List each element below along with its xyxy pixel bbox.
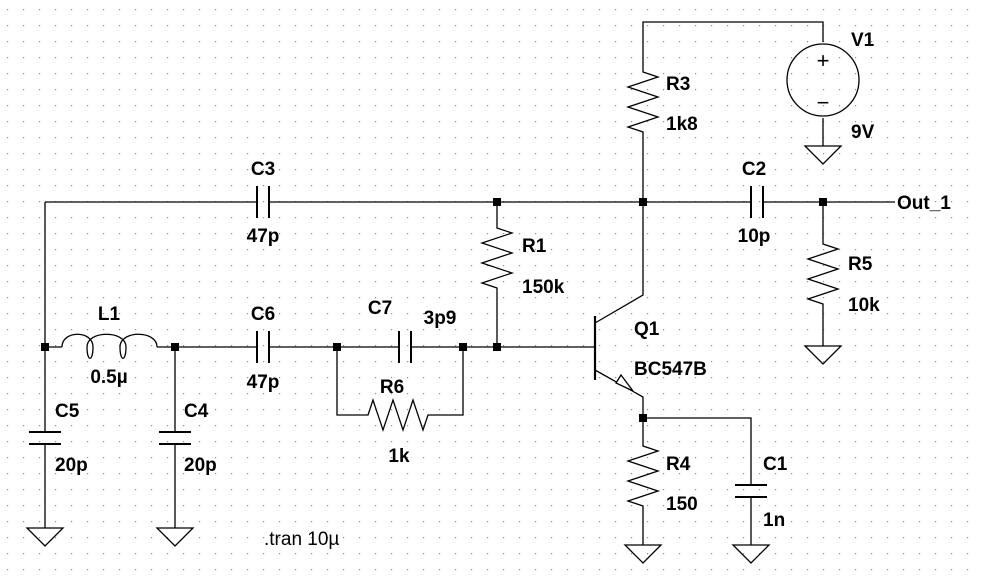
wire-r6-right[interactable]	[437, 347, 464, 416]
capacitor-c3-symbol[interactable]	[256, 186, 270, 218]
label-c2-name: C2	[742, 159, 766, 180]
label-c7-value: 3p9	[424, 308, 457, 329]
label-r3-name: R3	[666, 74, 690, 95]
wire-r6-left[interactable]	[336, 347, 362, 416]
label-l1-value: 0.5µ	[90, 367, 127, 388]
ground-c4	[155, 527, 195, 547]
label-r5-value: 10k	[848, 295, 880, 316]
junction-out	[819, 198, 827, 206]
junction-r6-right	[459, 343, 467, 351]
v1-minus-sign: −	[817, 90, 830, 115]
label-c1-value: 1n	[763, 510, 785, 531]
wire-r3-top-to-v1[interactable]	[642, 21, 824, 67]
wire-collector[interactable]	[594, 202, 644, 324]
label-c4-value: 20p	[184, 455, 217, 476]
label-c1-name: C1	[763, 454, 788, 475]
ground-r5	[803, 345, 843, 365]
v1-plus-sign: +	[817, 48, 830, 73]
transistor-q1-symbol[interactable]	[593, 316, 634, 392]
label-r4-value: 150	[666, 494, 698, 515]
spice-directive[interactable]: .tran 10µ	[264, 529, 339, 550]
capacitor-c7-symbol[interactable]	[398, 331, 412, 363]
resistor-r5-symbol[interactable]	[805, 238, 841, 316]
label-q1-value: BC547B	[634, 359, 707, 380]
junction-left	[41, 343, 49, 351]
label-r5-name: R5	[848, 254, 873, 275]
junction-collector	[639, 198, 647, 206]
label-c7-name: C7	[368, 298, 392, 319]
inductor-l1-symbol[interactable]	[61, 333, 158, 359]
label-c5-name: C5	[55, 401, 80, 422]
voltage-source-v1[interactable]: + −	[786, 43, 860, 117]
junction-r1-top	[493, 198, 501, 206]
junction-emitter	[639, 414, 647, 422]
label-c3-name: C3	[251, 159, 275, 180]
label-c5-value: 20p	[55, 455, 88, 476]
capacitor-c5-symbol[interactable]	[29, 431, 61, 445]
junctions	[41, 198, 827, 422]
ground-r4	[623, 544, 663, 564]
resistor-r3-symbol[interactable]	[625, 67, 661, 140]
ground-c1	[731, 544, 771, 564]
label-r6-value: 1k	[388, 446, 410, 467]
capacitor-c6-symbol[interactable]	[256, 331, 270, 363]
label-r3-value: 1k8	[666, 114, 698, 135]
label-q1-name: Q1	[634, 319, 660, 340]
label-r6-name: R6	[380, 377, 404, 398]
ground-c5	[25, 527, 65, 547]
resistor-r1-symbol[interactable]	[479, 222, 515, 298]
q1-emitter-arrow	[615, 373, 634, 392]
label-r1-name: R1	[522, 236, 547, 257]
wires	[44, 21, 895, 545]
label-l1-name: L1	[98, 304, 121, 325]
capacitor-c2-symbol[interactable]	[750, 186, 764, 218]
junction-c4	[171, 343, 179, 351]
junction-r6-left	[333, 343, 341, 351]
junction-base	[493, 343, 501, 351]
label-r4-name: R4	[666, 454, 691, 475]
label-v1-name: V1	[851, 30, 875, 51]
wire-emitter[interactable]	[594, 369, 644, 418]
capacitor-c1-symbol[interactable]	[735, 484, 767, 498]
label-v1-value: 9V	[851, 122, 875, 143]
v1-circle	[786, 43, 860, 117]
capacitor-c4-symbol[interactable]	[159, 431, 191, 445]
label-c6-value: 47p	[247, 372, 280, 393]
resistor-r4-symbol[interactable]	[625, 440, 661, 516]
label-c4-name: C4	[184, 401, 209, 422]
label-r1-value: 150k	[522, 277, 565, 298]
resistor-r6-symbol[interactable]	[362, 397, 437, 433]
ground-v1	[803, 145, 843, 165]
wire-emitter-to-c1[interactable]	[643, 417, 752, 485]
label-c3-value: 47p	[247, 226, 280, 247]
label-c2-value: 10p	[738, 226, 771, 247]
net-label-out: Out_1	[897, 193, 951, 214]
label-c6-name: C6	[251, 304, 275, 325]
